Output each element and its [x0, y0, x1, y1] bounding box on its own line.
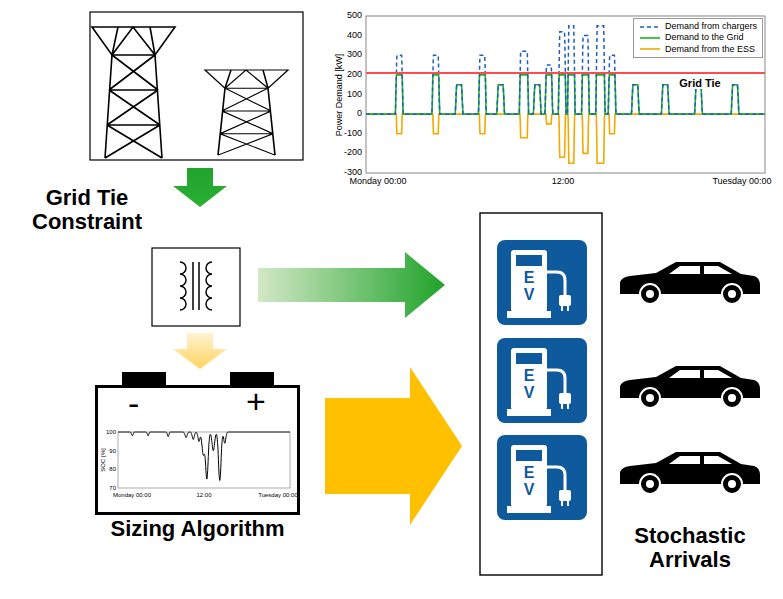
pump-body: [511, 250, 547, 312]
chart-frame: [366, 16, 765, 173]
grid-demand-line: [366, 75, 765, 114]
node-heading: Sizing Algorithm: [111, 518, 285, 540]
chart-label: 200: [347, 70, 362, 80]
chart-label: 90: [109, 447, 116, 454]
legend-sample: [639, 34, 661, 42]
caption-label: Stochastic Arrivals: [610, 524, 770, 572]
pump-cable: [547, 370, 565, 394]
legend-sample: [639, 23, 661, 31]
pump-screen: [516, 450, 542, 461]
legend-row: Demand from chargers: [639, 21, 757, 32]
pump-plug: [559, 295, 571, 306]
plug-pins: [562, 501, 568, 506]
car-icon: [620, 452, 760, 494]
node-text: E V: [511, 465, 547, 499]
chart-label: 500: [347, 11, 362, 21]
charger-demand-line: [366, 26, 765, 114]
down-arrow: [173, 168, 227, 207]
grid-arrow: [258, 252, 445, 318]
car-icon: [620, 262, 760, 304]
pump-base: [507, 311, 551, 318]
chart-label: 400: [347, 31, 362, 41]
node-text: E V: [511, 270, 547, 304]
pump-screen: [516, 255, 542, 266]
chart-label: Grid Tie: [677, 77, 722, 89]
chart-label: Monday 00:00: [113, 492, 151, 499]
ev-charger-sign: E V: [497, 240, 587, 325]
pump-plug: [559, 393, 571, 404]
fuel-pump-icon: [497, 338, 587, 423]
chart-label: 300: [347, 50, 362, 60]
terminal-sign: -: [128, 386, 139, 420]
soc-chart-frame: [118, 432, 290, 488]
pump-cable: [547, 272, 565, 296]
legend-row: Demand from the ESS: [639, 44, 757, 55]
soc-curve: [118, 432, 290, 481]
chart-label: 100: [347, 90, 362, 100]
fuel-pump-icon: [497, 435, 587, 520]
legend-text: Demand from chargers: [665, 21, 757, 32]
transmission-tower: [92, 27, 175, 158]
car-icon: [620, 366, 760, 408]
legend-line: [640, 26, 660, 28]
chart-label: 80: [109, 466, 116, 473]
chart-label: -100: [344, 129, 362, 139]
pump-base: [507, 506, 551, 513]
station-frame: [480, 213, 602, 575]
terminal-sign: +: [246, 384, 266, 418]
legend-text: Demand from the ESS: [665, 44, 755, 55]
towers-frame: [90, 12, 303, 160]
transformer-box: [152, 248, 240, 326]
chart-legend: Demand from chargersDemand to the GridDe…: [633, 18, 763, 58]
grid-tie-line: [366, 72, 765, 74]
legend-sample: [639, 45, 661, 53]
chart-lines: [366, 26, 765, 163]
transformer-coils: [180, 262, 212, 310]
ev-charger-sign: E V: [497, 435, 587, 520]
plug-pins: [562, 404, 568, 409]
pump-body: [511, 445, 547, 507]
transmission-tower: [205, 70, 288, 155]
chart-label: SOC [%]: [100, 448, 107, 471]
pump-body: [511, 348, 547, 410]
legend-line: [640, 37, 660, 39]
chart-label: 12:00: [552, 177, 575, 187]
soc-line: [118, 432, 290, 481]
down-arrow: [173, 333, 227, 369]
battery-shape: -+Sizing Algorithm: [95, 385, 300, 515]
chart-label: -200: [344, 148, 362, 158]
pump-cable: [547, 467, 565, 491]
pump-plug: [559, 490, 571, 501]
legend-text: Demand to the Grid: [665, 32, 744, 43]
chart-label: 70: [109, 485, 116, 492]
ev-charger-sign: E V: [497, 338, 587, 423]
caption-label: Grid Tie Constraint: [7, 186, 167, 234]
chart-label: Tuesday 00:00: [258, 492, 297, 499]
ess-demand-line: [366, 114, 765, 163]
legend-row: Demand to the Grid: [639, 32, 757, 43]
chart-label: 12:00: [196, 492, 211, 499]
chart-label: Tuesday 00:00: [712, 177, 771, 187]
legend-line: [640, 48, 660, 50]
chart-label: Monday 00:00: [349, 177, 406, 187]
chart-label: 0: [357, 109, 362, 119]
pump-screen: [516, 353, 542, 364]
chart-label: Power Demand [kW]: [335, 54, 345, 137]
node-text: E V: [511, 368, 547, 402]
fuel-pump-icon: [497, 240, 587, 325]
plug-pins: [562, 306, 568, 311]
pump-base: [507, 409, 551, 416]
chart-label: 100: [106, 429, 116, 436]
ess-arrow: [325, 367, 462, 525]
